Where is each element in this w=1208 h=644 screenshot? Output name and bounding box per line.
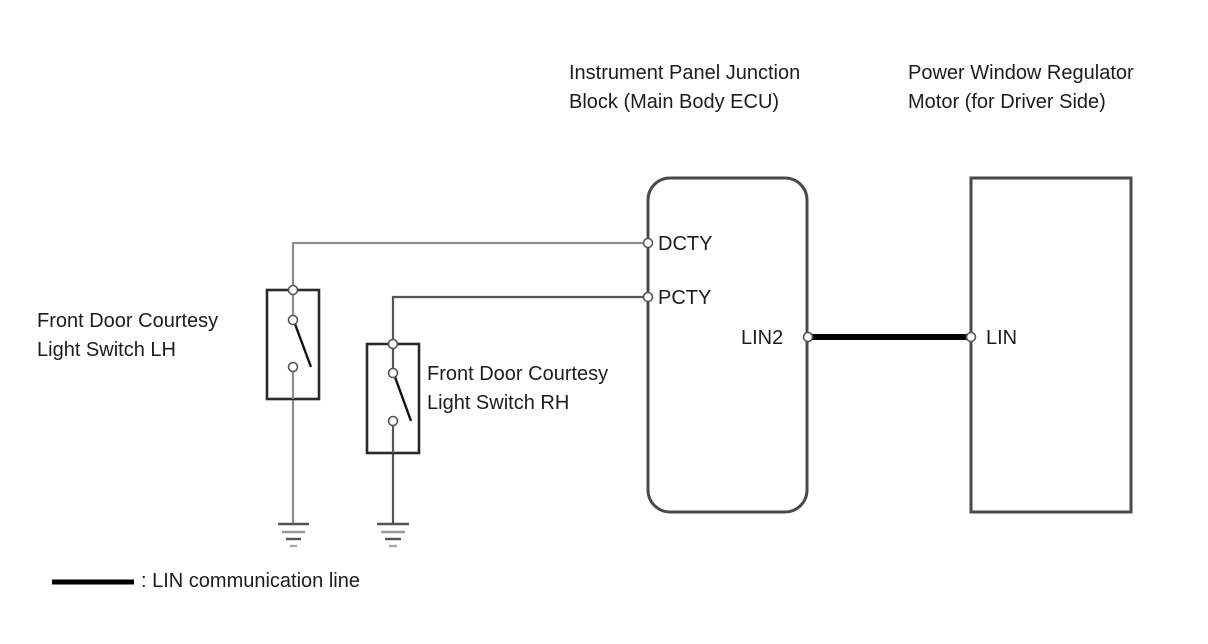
switch-lh-blade [293,323,313,368]
ecu-title-line1: Instrument Panel Junction [569,62,800,84]
motor-box [969,176,1133,514]
switch-lh-label-line2: Light Switch LH [37,339,176,361]
legend: : LIN communication line [52,570,360,592]
terminal-lin [965,331,977,343]
switch-rh-label-line1: Front Door Courtesy [427,363,608,385]
motor-title-line1: Power Window Regulator [908,62,1134,84]
switch-rh-label-line2: Light Switch RH [427,392,569,414]
switch-rh-terminal-top [387,338,399,350]
pin-dcty-label: DCTY [658,233,712,255]
switch-rh-contact-bottom [387,415,399,427]
wire-pcty [391,295,648,344]
ground-icon [278,522,309,548]
switch-rh [365,338,421,455]
legend-text: : LIN communication line [141,570,360,592]
pin-lin2-label: LIN2 [741,327,783,349]
pin-lin-label: LIN [986,327,1017,349]
switch-lh-contact-bottom [287,361,299,373]
motor-title-line2: Motor (for Driver Side) [908,91,1106,113]
pin-pcty-label: PCTY [658,287,711,309]
switch-rh-blade [393,376,413,422]
terminal-pcty [642,291,654,303]
ground-icon [377,522,409,548]
switch-rh-contact-top [387,367,399,379]
ecu-box [646,176,809,514]
terminal-dcty [642,237,654,249]
switch-lh-terminal-top [287,284,299,296]
switch-lh-contact-top [287,314,299,326]
switch-lh-label-line1: Front Door Courtesy [37,310,218,332]
switch-lh [265,284,321,401]
wire-dcty [291,241,648,290]
ecu-title-line2: Block (Main Body ECU) [569,91,779,113]
terminal-lin2 [802,331,814,343]
